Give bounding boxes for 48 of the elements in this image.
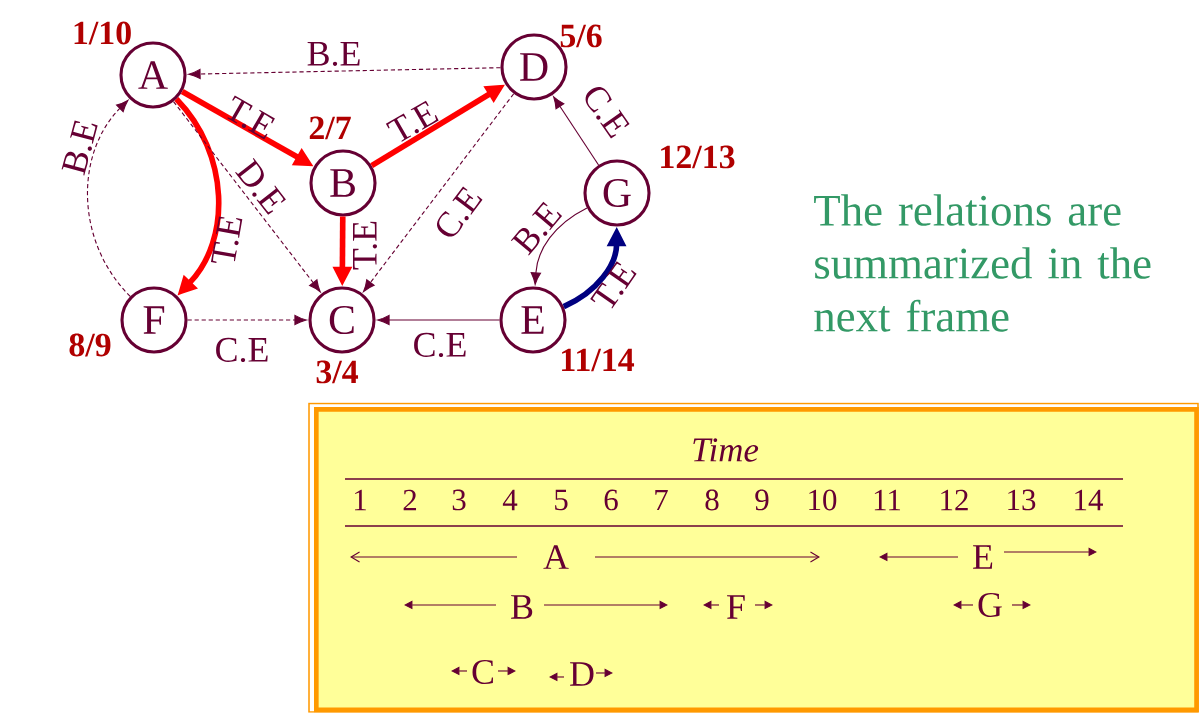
interval-label: F [727, 595, 745, 619]
tick-label: 4 [502, 489, 518, 511]
edge-label: T.E [590, 261, 637, 309]
arrow [188, 67, 501, 80]
note-text: The relations are summarized in the next frame [814, 194, 1151, 332]
timestamp-label: 12/13 [661, 145, 735, 169]
interval-label: C [472, 659, 493, 685]
interval-label: D [570, 662, 594, 686]
tick-label: 6 [604, 489, 618, 511]
arrow [172, 101, 321, 293]
edge-label: D.E [235, 158, 286, 215]
arrow [363, 93, 515, 293]
tick-label: 8 [705, 489, 719, 511]
arrow [553, 96, 600, 166]
edge-label: T.E [353, 221, 377, 270]
tick-label: 1 [355, 489, 366, 511]
edge-label: T.E [227, 95, 275, 140]
timestamp-label: 8/9 [69, 333, 111, 357]
timestamp-label: 2/7 [309, 116, 351, 140]
tick-label: 14 [1075, 489, 1103, 511]
edge-label: C.E [585, 86, 630, 139]
edge-label: B.E [61, 120, 98, 176]
tick-label: 3 [452, 489, 466, 511]
tick-label: 11 [874, 489, 900, 511]
tick-label: 10 [809, 489, 837, 511]
tick-label: 12 [941, 489, 968, 511]
interval-label: E [973, 545, 993, 569]
arrow [530, 207, 588, 285]
interval-label: B [511, 595, 533, 619]
edge-label: B.E [510, 201, 563, 256]
tick-label: 9 [755, 489, 769, 511]
axis-title: Time [693, 438, 759, 462]
arrow [187, 314, 307, 326]
arrow [87, 99, 131, 297]
interval-label: A [543, 545, 569, 569]
interval-label: G [978, 592, 1002, 618]
edge-label: C.E [216, 337, 268, 363]
edge-label: B.E [307, 42, 360, 66]
edge-label: C.E [414, 332, 466, 358]
edge-label: T.E [385, 100, 439, 142]
edge-label: T.E [210, 216, 243, 263]
tick-label: 5 [555, 489, 568, 511]
tick-label: 2 [403, 489, 416, 511]
timestamp-label: 3/4 [316, 360, 359, 384]
tick-label: 13 [1008, 489, 1036, 511]
edge-label: C.E [436, 186, 483, 237]
tick-label: 7 [655, 489, 668, 511]
arrow [377, 314, 500, 326]
